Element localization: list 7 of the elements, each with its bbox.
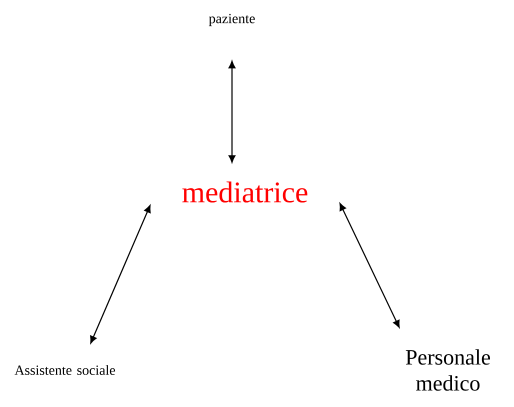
arrow [340,203,400,328]
arrow [90,205,151,344]
node-label: mediatrice [182,181,308,203]
node-label: Assistente sociale [14,365,116,375]
arrow [228,60,236,163]
node-label: Personale medico [406,349,490,391]
node-label: paziente [208,14,255,26]
